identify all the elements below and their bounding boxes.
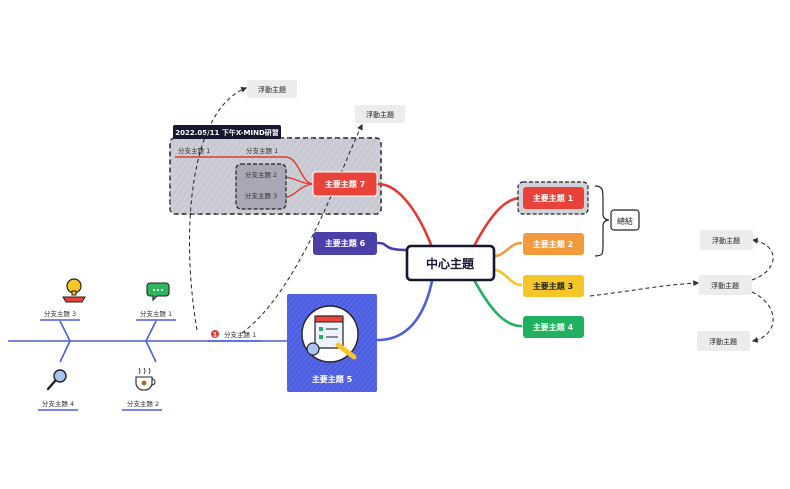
summary-topic[interactable]: 總結: [610, 209, 640, 231]
svg-text:中心主題: 中心主題: [426, 256, 475, 271]
floating-topic-2[interactable]: 浮動主題: [355, 105, 405, 123]
fish-subtopic-2[interactable]: 分支主題 2: [127, 399, 159, 408]
chat-bubble-icon: [146, 282, 170, 302]
main-connectors: [376, 182, 523, 342]
relationship-lines: [188, 86, 774, 343]
svg-text:浮動主題: 浮動主題: [258, 85, 286, 94]
main-topic-2[interactable]: 主要主題 2: [523, 233, 584, 255]
coffee-icon: [135, 367, 156, 391]
subtopic-7b[interactable]: 分支主題 1: [246, 146, 278, 155]
main-topic-5[interactable]: 主要主題 5: [287, 294, 377, 392]
magnifier-icon: [46, 369, 67, 391]
boundary-label: 2022.05/11 下午X-MIND研習: [175, 128, 279, 137]
svg-text:浮動主題: 浮動主題: [711, 281, 739, 290]
subtopic-7a[interactable]: 分支主題 1: [178, 146, 210, 155]
fish-subtopic-4[interactable]: 分支主題 4: [42, 399, 74, 408]
svg-text:浮動主題: 浮動主題: [366, 110, 394, 119]
central-topic[interactable]: 中心主題: [405, 244, 496, 282]
summary-bracket: [594, 185, 610, 257]
main-topic-3[interactable]: 主要主題 3: [523, 275, 584, 297]
svg-text:主要主題 6: 主要主題 6: [325, 238, 366, 248]
svg-text:主要主題 2: 主要主題 2: [533, 239, 573, 249]
connector-t7-b7a: [175, 156, 315, 185]
priority-marker: [211, 330, 219, 338]
svg-text:主要主題 5: 主要主題 5: [312, 374, 353, 384]
fish-head-subtopic[interactable]: 分支主題 1: [224, 330, 256, 339]
svg-text:主要主題 1: 主要主題 1: [533, 193, 574, 203]
subtopic-7c[interactable]: 分支主題 2: [245, 170, 277, 179]
main-topic-7[interactable]: 主要主題 7: [312, 171, 378, 197]
main-topic-6[interactable]: 主要主題 6: [313, 232, 377, 255]
main-topic-4[interactable]: 主要主題 4: [523, 316, 584, 338]
subtopic-7d[interactable]: 分支主題 3: [245, 191, 277, 200]
fish-subtopic-3[interactable]: 分支主題 3: [44, 309, 76, 318]
svg-text:總結: 總結: [617, 216, 633, 226]
checklist-icon: [301, 305, 359, 363]
floating-topic-4[interactable]: 浮動主題: [699, 275, 752, 295]
svg-text:浮動主題: 浮動主題: [712, 236, 740, 245]
floating-topic-1[interactable]: 浮動主題: [247, 80, 297, 98]
svg-text:主要主題 7: 主要主題 7: [325, 179, 365, 189]
svg-text:浮動主題: 浮動主題: [709, 337, 737, 346]
floating-topic-5[interactable]: 浮動主題: [697, 331, 750, 351]
svg-text:主要主題 4: 主要主題 4: [533, 322, 574, 332]
sub-boundary[interactable]: [235, 163, 287, 210]
fishbone: [8, 319, 287, 411]
svg-text:1: 1: [213, 332, 217, 339]
floating-topic-3[interactable]: 浮動主題: [700, 230, 753, 250]
fish-subtopic-1[interactable]: 分支主題 1: [140, 309, 172, 318]
boundary-label-bg: [173, 125, 281, 139]
svg-text:主要主題 3: 主要主題 3: [533, 281, 573, 291]
stamp-icon: [62, 278, 86, 303]
main-topic-1[interactable]: 主要主題 1: [523, 187, 584, 209]
